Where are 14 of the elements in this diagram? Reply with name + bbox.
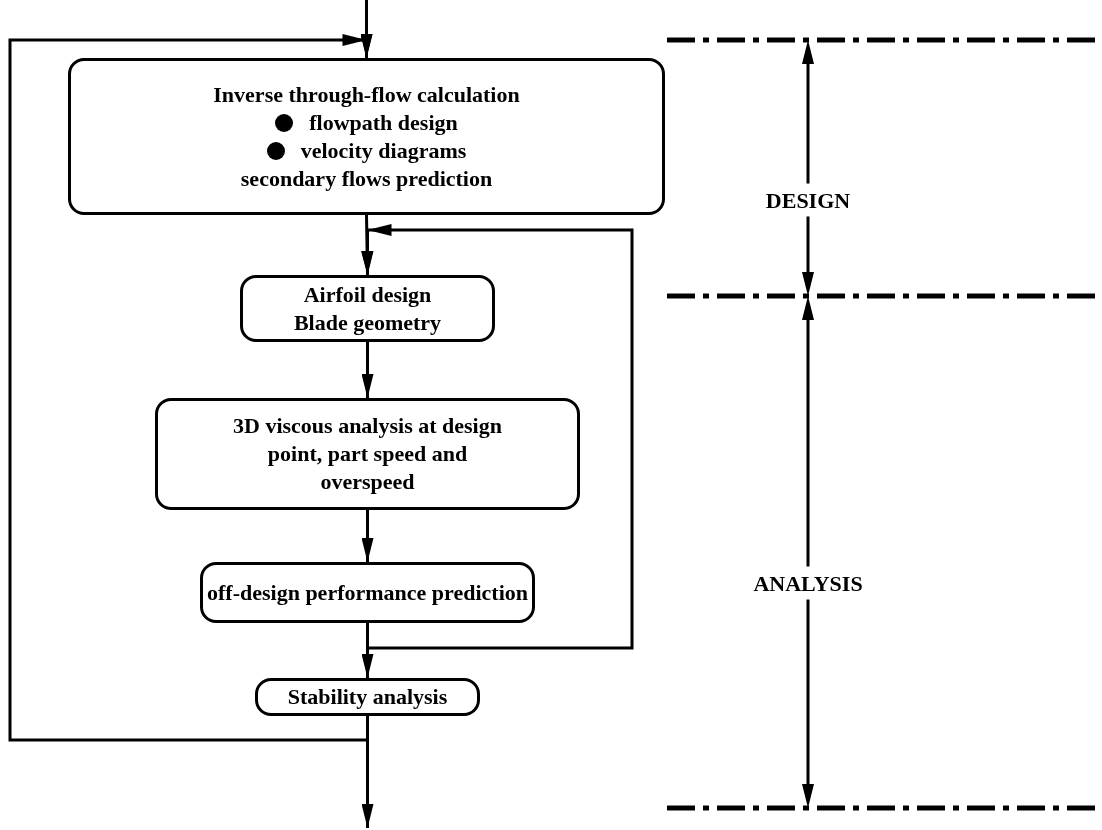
bullet-text: flowpath design <box>309 108 458 137</box>
box-text: off-design performance prediction <box>207 578 528 607</box>
bullet-text: velocity diagrams <box>300 136 467 165</box>
process-box <box>68 58 665 215</box>
box-text: Stability analysis <box>287 683 448 711</box>
process-box <box>255 678 480 716</box>
process-box <box>200 562 535 623</box>
box-text: secondary flows prediction <box>240 164 493 193</box>
process-box <box>240 275 495 342</box>
box-text: Airfoil design <box>303 280 432 309</box>
process-box <box>155 398 580 510</box>
box-text: Inverse through-flow calculation <box>213 80 520 109</box>
box-text: 3D viscous analysis at design point, part speed and overspeed <box>232 412 503 496</box>
box-text: Blade geometry <box>293 308 442 337</box>
